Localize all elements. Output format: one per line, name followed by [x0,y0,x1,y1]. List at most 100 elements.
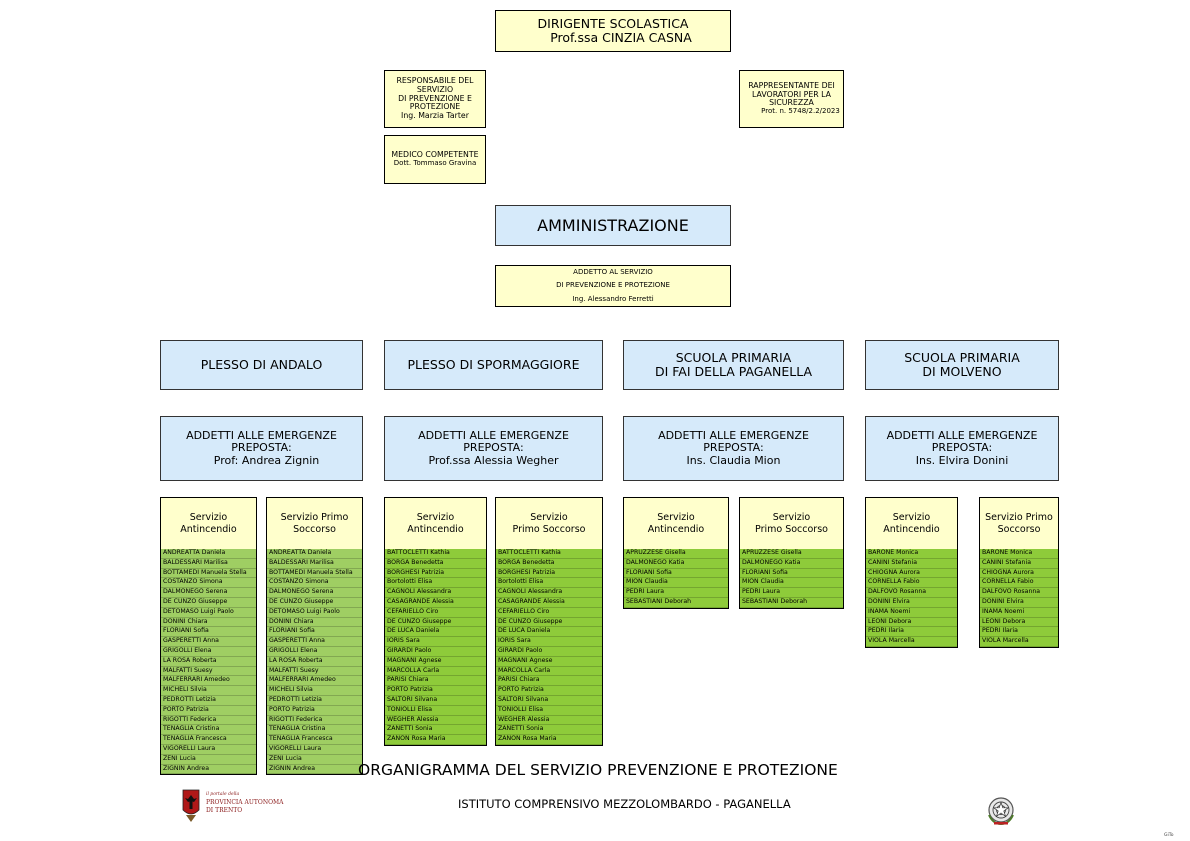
antincendio-header-fai: Servizio Antincendio [623,497,729,549]
list-item: GIRARDI Paolo [496,647,602,657]
plesso-andalo-box: PLESSO DI ANDALO [160,340,363,390]
emergenze-label: ADDETTI ALLE EMERGENZE [418,429,569,443]
list-item: TENAGLIA Cristina [161,725,256,736]
plesso-title-1: SCUOLA PRIMARIA [904,350,1020,365]
rspp-line-4: PROTEZIONE [409,102,461,112]
list-item: DE LUCA Daniela [385,627,486,638]
list-item: VIOLA Marcella [866,637,957,647]
emergenze-label: ADDETTI ALLE EMERGENZE [186,429,337,443]
soccorso-header-andalo: Servizio Primo Soccorso [266,497,363,549]
list-item: ZIGNIN Andrea [161,765,256,775]
list-item: ZENI Lucia [267,755,362,765]
list-item: CEFARIELLO Ciro [385,608,486,618]
list-item: GASPERETTI Anna [267,637,362,647]
list-item: MICHELI Silvia [267,686,362,696]
list-item: DALMONEGO Katia [740,559,843,569]
soccorso-header-spormaggiore: Servizio Primo Soccorso [495,497,603,549]
list-item: TENAGLIA Francesca [161,735,256,745]
list-item: VIGORELLI Laura [161,745,256,755]
list-item: ANDREATTA Daniela [267,549,362,559]
list-item: PEDRI Ilaria [866,627,957,638]
province-logo: il portale della PROVINCIA AUTONOMA DI T… [180,788,283,828]
rspp-line-3: DI PREVENZIONE E [398,93,472,103]
header-line-2: Antincendio [647,523,705,535]
list-item: WEGHER Alessia [385,716,486,726]
plesso-title-1: PLESSO DI ANDALO [200,357,323,372]
list-item: DE LUCA Daniela [496,627,602,638]
rls-protocol: Prot. n. 5748/2.2/2023 [761,107,840,116]
header-line-2: Primo Soccorso [755,523,828,535]
plesso-title-2: DI MOLVENO [922,364,1002,379]
emergenze-fai-box: ADDETTI ALLE EMERGENZE PREPOSTA: Ins. Cl… [623,416,844,481]
list-item: MALFERRARI Amedeo [267,676,362,687]
logo-line-3: DI TRENTO [206,807,243,814]
list-item: FLORIANI Sofia [267,627,362,638]
trento-eagle-shield-icon [182,789,200,822]
amministrazione-label: AMMINISTRAZIONE [537,215,689,235]
list-item: PORTO Patrizia [385,686,486,696]
list-item: DE CUNZO Giuseppe [267,598,362,608]
list-item: GRIGOLLI Elena [267,647,362,657]
list-item: BALDESSARI Marilisa [161,559,256,569]
preposta-label: PREPOSTA: [463,441,524,455]
header-line-2: Primo Soccorso [512,523,586,535]
rls-line-3: SICUREZZA [769,98,814,108]
rspp-name: Ing. Marzia Tarter [401,111,469,121]
list-item: CANINI Stefania [980,559,1058,569]
soccorso-header-fai: Servizio Primo Soccorso [739,497,844,549]
header-line-1: Servizio [530,512,568,524]
list-item: SALTORI Silvana [385,696,486,706]
list-item: BATTOCLETTI Kathia [385,549,486,559]
list-item: DALMONEGO Serena [161,588,256,598]
list-item: Bortolotti Elisa [385,578,486,589]
header-line-1: Servizio [189,512,228,524]
aspp-line-1: ADDETTO AL SERVIZIO [573,268,653,277]
list-item: LA ROSA Roberta [267,657,362,667]
list-item: INAMA Noemi [980,608,1058,618]
list-item: DONINI Chiara [161,618,256,628]
list-item: FLORIANI Sofia [161,627,256,638]
rls-line-2: LAVORATORI PER LA [752,89,831,99]
list-item: CHIOGNA Aurora [980,569,1058,579]
list-item: DE CUNZO Giuseppe [385,618,486,628]
list-item: ZANON Rosa Maria [496,735,602,745]
rls-line-1: RAPPRESENTANTE DEI [748,81,835,90]
emergenze-spormaggiore-box: ADDETTI ALLE EMERGENZE PREPOSTA: Prof.ss… [384,416,603,481]
list-item: IORIS Sara [385,637,486,647]
page-subtitle: ISTITUTO COMPRENSIVO MEZZOLOMBARDO - PAG… [458,797,791,811]
list-item: CASAGRANDE Alessia [385,598,486,608]
list-item: DETOMASO Luigi Paolo [161,608,256,618]
list-item: PORTO Patrizia [161,706,256,716]
logo-line-1: il portale della [206,792,240,797]
header-line-1: Servizio [416,512,455,524]
list-item: PORTO Patrizia [496,686,602,696]
list-item: ZIGNIN Andrea [267,765,362,775]
list-item: DE CUNZO Giuseppe [161,598,256,608]
list-item: CANINI Stefania [866,559,957,569]
list-item: MARCOLLA Carla [496,667,602,677]
header-line-1: Servizio [657,512,695,524]
list-item: PEDRI Laura [740,588,843,598]
list-item: TENAGLIA Francesca [267,735,362,745]
list-item: COSTANZO Simona [267,578,362,589]
list-item: TONIOLLI Elisa [496,706,602,716]
list-item: IORIS Sara [496,637,602,647]
plesso-fai-box: SCUOLA PRIMARIA DI FAI DELLA PAGANELLA [623,340,844,390]
preposta-name: Prof.ssa Alessia Wegher [428,453,559,467]
soccorso-header-molveno: Servizio Primo Soccorso [979,497,1059,549]
list-item: PEDRI Ilaria [980,627,1058,638]
logo-line-2: PROVINCIA AUTONOMA [206,799,284,806]
list-item: SEBASTIANI Deborah [740,598,843,608]
list-item: PEDRI Laura [624,588,728,598]
list-item: BORGHESI Patrizia [496,569,602,579]
list-item: FLORIANI Sofia [624,569,728,579]
list-item: BORGA Benedetta [496,559,602,569]
emergenze-label: ADDETTI ALLE EMERGENZE [658,429,809,443]
list-item: RIGOTTI Federica [267,716,362,726]
dirigente-box: DIRIGENTE SCOLASTICA Prof.ssa CINZIA CAS… [495,10,731,52]
list-item: BATTOCLETTI Kathia [496,549,602,559]
header-line-1: Servizio [892,512,931,524]
header-line-2: Antincendio [407,523,464,535]
list-item: ZANETTI Sonia [496,725,602,736]
